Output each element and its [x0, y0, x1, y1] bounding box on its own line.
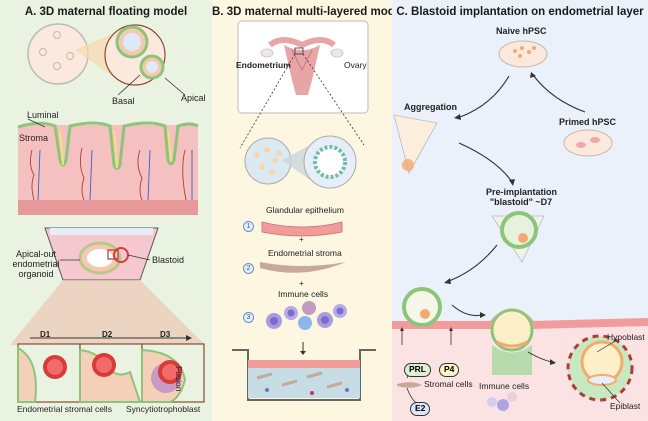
panel-c-title: C. Blastoid implantation on endometrial … — [396, 6, 644, 18]
blastoid-label: Blastoid — [152, 255, 185, 265]
prl-badge: PRL — [404, 363, 431, 377]
endometrium-label: Endometrium — [236, 60, 291, 70]
step-2-number: 2 — [243, 263, 254, 274]
preimplantation-label: Pre-implantation "blastoid" ~D7 — [486, 187, 558, 207]
panel-b-illustration — [232, 20, 376, 401]
naive-hpsc-label: Naive hPSC — [496, 26, 547, 36]
timeline-d2: D2 — [102, 330, 113, 339]
panel-a-illustration — [10, 23, 205, 403]
fusion-timeline-frames — [17, 343, 205, 403]
timeline-d1: D1 — [40, 330, 51, 339]
organoid-zoom-icon — [104, 24, 166, 86]
hypoblast-label: Hypoblast — [607, 332, 645, 342]
primed-hpsc-label: Primed hPSC — [559, 117, 617, 127]
naive-hpsc-dish-icon — [498, 40, 548, 68]
syncytiotrophoblast-label: Syncytiotrophoblast — [126, 404, 201, 414]
attached-blastoid-icon — [402, 287, 442, 327]
organoid-dish-icon — [244, 135, 357, 189]
step-1-label: Glandular epithelium — [266, 205, 344, 215]
culture-well-icon — [44, 227, 159, 281]
stromal-cells-label: Stromal cells — [424, 379, 473, 389]
panel-c-blastoid-implantation: C. Blastoid implantation on endometrial … — [392, 0, 648, 421]
aggregation-pyramid-icon — [393, 114, 438, 175]
fusion-label: Fusion — [174, 366, 184, 392]
preimplantation-blastoid-icon — [491, 211, 545, 263]
epiblast-label: Epiblast — [610, 401, 641, 411]
apical-label: Apical — [181, 93, 206, 103]
step-3-label: Immune cells — [278, 289, 329, 299]
panel-a-title: A. 3D maternal floating model — [24, 6, 188, 18]
implanted-embryo-icon — [566, 334, 634, 402]
step-3-number: 3 — [243, 312, 254, 323]
luminal-label: Luminal — [27, 110, 59, 120]
basal-label: Basal — [112, 96, 135, 106]
panel-a-floating-model: A. 3D maternal floating model — [0, 0, 212, 421]
plus-2: + — [299, 279, 304, 288]
p4-badge: P4 — [439, 363, 460, 377]
step-2-label: Endometrial stroma — [268, 248, 342, 258]
immune-cells-label: Immune cells — [479, 381, 530, 391]
transwell-insert-icon — [232, 349, 376, 401]
aggregation-label: Aggregation — [404, 102, 457, 112]
stroma-label: Stroma — [19, 133, 49, 143]
step-1-number: 1 — [243, 221, 254, 232]
plus-1: + — [299, 235, 304, 244]
stromal-cell-icon — [397, 382, 422, 388]
immune-cells-icon — [266, 301, 347, 330]
immune-cells-icon — [487, 392, 517, 411]
organoid-label: Apical-out endometrial organoid — [12, 249, 60, 279]
implanting-blastoid-icon — [490, 308, 534, 375]
petri-dish-icon — [27, 23, 89, 85]
panel-b-title: B. 3D maternal multi-layered model — [212, 6, 392, 18]
endometrial-stromal-cells-label: Endometrial stromal cells — [17, 404, 112, 414]
timeline-d3: D3 — [160, 330, 171, 339]
endometrial-stroma-icon — [260, 262, 346, 273]
panel-c-illustration — [392, 40, 648, 421]
panel-b-multilayered-model: B. 3D maternal multi-layered model — [212, 0, 392, 421]
ovary-label: Ovary — [344, 60, 367, 70]
glandular-epithelium-icon — [261, 221, 343, 237]
e2-badge: E2 — [410, 402, 431, 416]
primed-hpsc-dish-icon — [563, 129, 613, 157]
endometrial-tissue-icon — [17, 121, 199, 215]
